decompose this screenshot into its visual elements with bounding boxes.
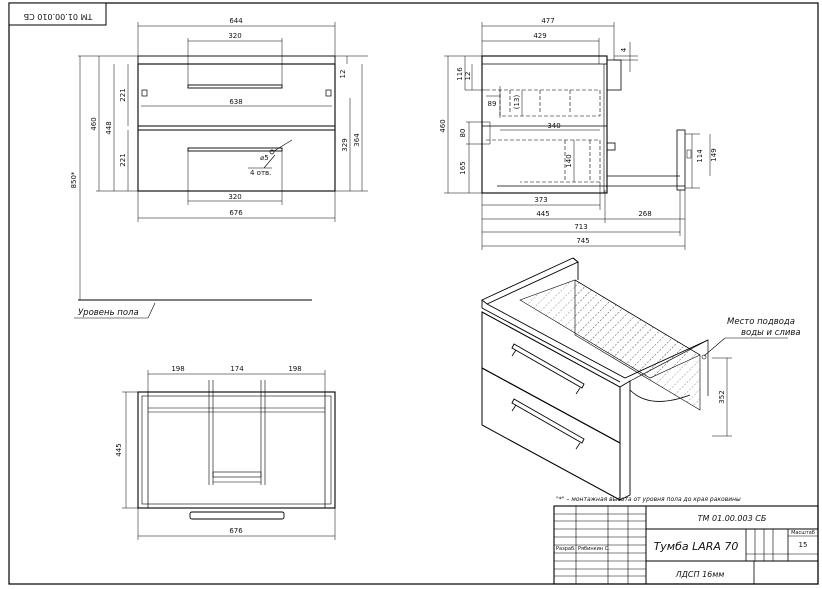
tb-material: ЛДСП 16мм (675, 570, 725, 579)
dim-12-side: 12 (464, 72, 472, 81)
dim-89: 89 (488, 100, 497, 108)
side-view (444, 22, 711, 250)
dim-638: 638 (229, 98, 242, 106)
iso-view (481, 257, 788, 501)
stamp-code: ТМ 01.00.010 СБ (24, 12, 94, 21)
dim-268: 268 (638, 210, 651, 218)
title-block (553, 505, 819, 585)
dim-676-front: 676 (229, 209, 243, 217)
front-view (78, 22, 368, 300)
tb-scale-header: Масштаб (791, 530, 815, 536)
dim-4: 4 (620, 47, 628, 52)
dim-644: 644 (229, 17, 243, 25)
dim-460-front: 460 (90, 117, 98, 130)
floor-level (74, 299, 312, 319)
dim-320-bottom: 320 (228, 193, 241, 201)
hole-count-label: 4 отв. (250, 169, 271, 177)
dim-13: (13) (513, 95, 521, 110)
dim-116: 116 (456, 67, 464, 81)
dim-140: 140 (565, 154, 573, 167)
dim-80: 80 (459, 129, 467, 138)
dim-448: 448 (105, 121, 113, 134)
dim-221-top: 221 (119, 88, 127, 101)
callout-line1: Место подвода (727, 317, 795, 327)
dim-373: 373 (534, 196, 547, 204)
dim-364: 364 (353, 133, 361, 147)
dim-165: 165 (459, 161, 467, 174)
dim-12-front: 12 (339, 70, 347, 79)
dim-850: 850* (70, 171, 78, 188)
dim-676-top: 676 (229, 527, 243, 535)
stamp-box: ТМ 01.00.010 СБ (8, 2, 107, 26)
tb-role: Разраб. (556, 546, 576, 552)
tb-scale-value: 15 (799, 541, 808, 549)
top-view (122, 370, 336, 540)
dim-445-side: 445 (536, 210, 549, 218)
dim-114: 114 (696, 149, 704, 163)
dim-429: 429 (533, 32, 546, 40)
hole-dia-label: ⌀5 (260, 154, 269, 162)
dim-198-right: 198 (288, 365, 301, 373)
dim-149: 149 (710, 148, 718, 161)
tb-product-name: Тумба LARA 70 (654, 540, 739, 553)
dim-329: 329 (341, 138, 349, 151)
dim-745: 745 (576, 237, 589, 245)
dim-340: 340 (547, 122, 560, 130)
dim-477: 477 (541, 17, 554, 25)
tb-doc-code: ТМ 01.00.003 СБ (698, 514, 767, 523)
tb-person: Рябинкин С. (578, 546, 610, 552)
dim-320-top: 320 (228, 32, 241, 40)
dim-198-left: 198 (171, 365, 184, 373)
floor-label: Уровень пола (78, 308, 139, 318)
dim-460-side: 460 (439, 119, 447, 132)
dim-713: 713 (574, 223, 587, 231)
sheet-border (8, 2, 819, 585)
dim-221-bottom: 221 (119, 153, 127, 166)
callout-line2: воды и слива (741, 328, 801, 338)
dim-174: 174 (230, 365, 244, 373)
footnote: "*" – монтажная высота от уровня пола до… (556, 496, 741, 503)
dim-352: 352 (718, 390, 726, 403)
dim-445-top: 445 (115, 443, 123, 456)
